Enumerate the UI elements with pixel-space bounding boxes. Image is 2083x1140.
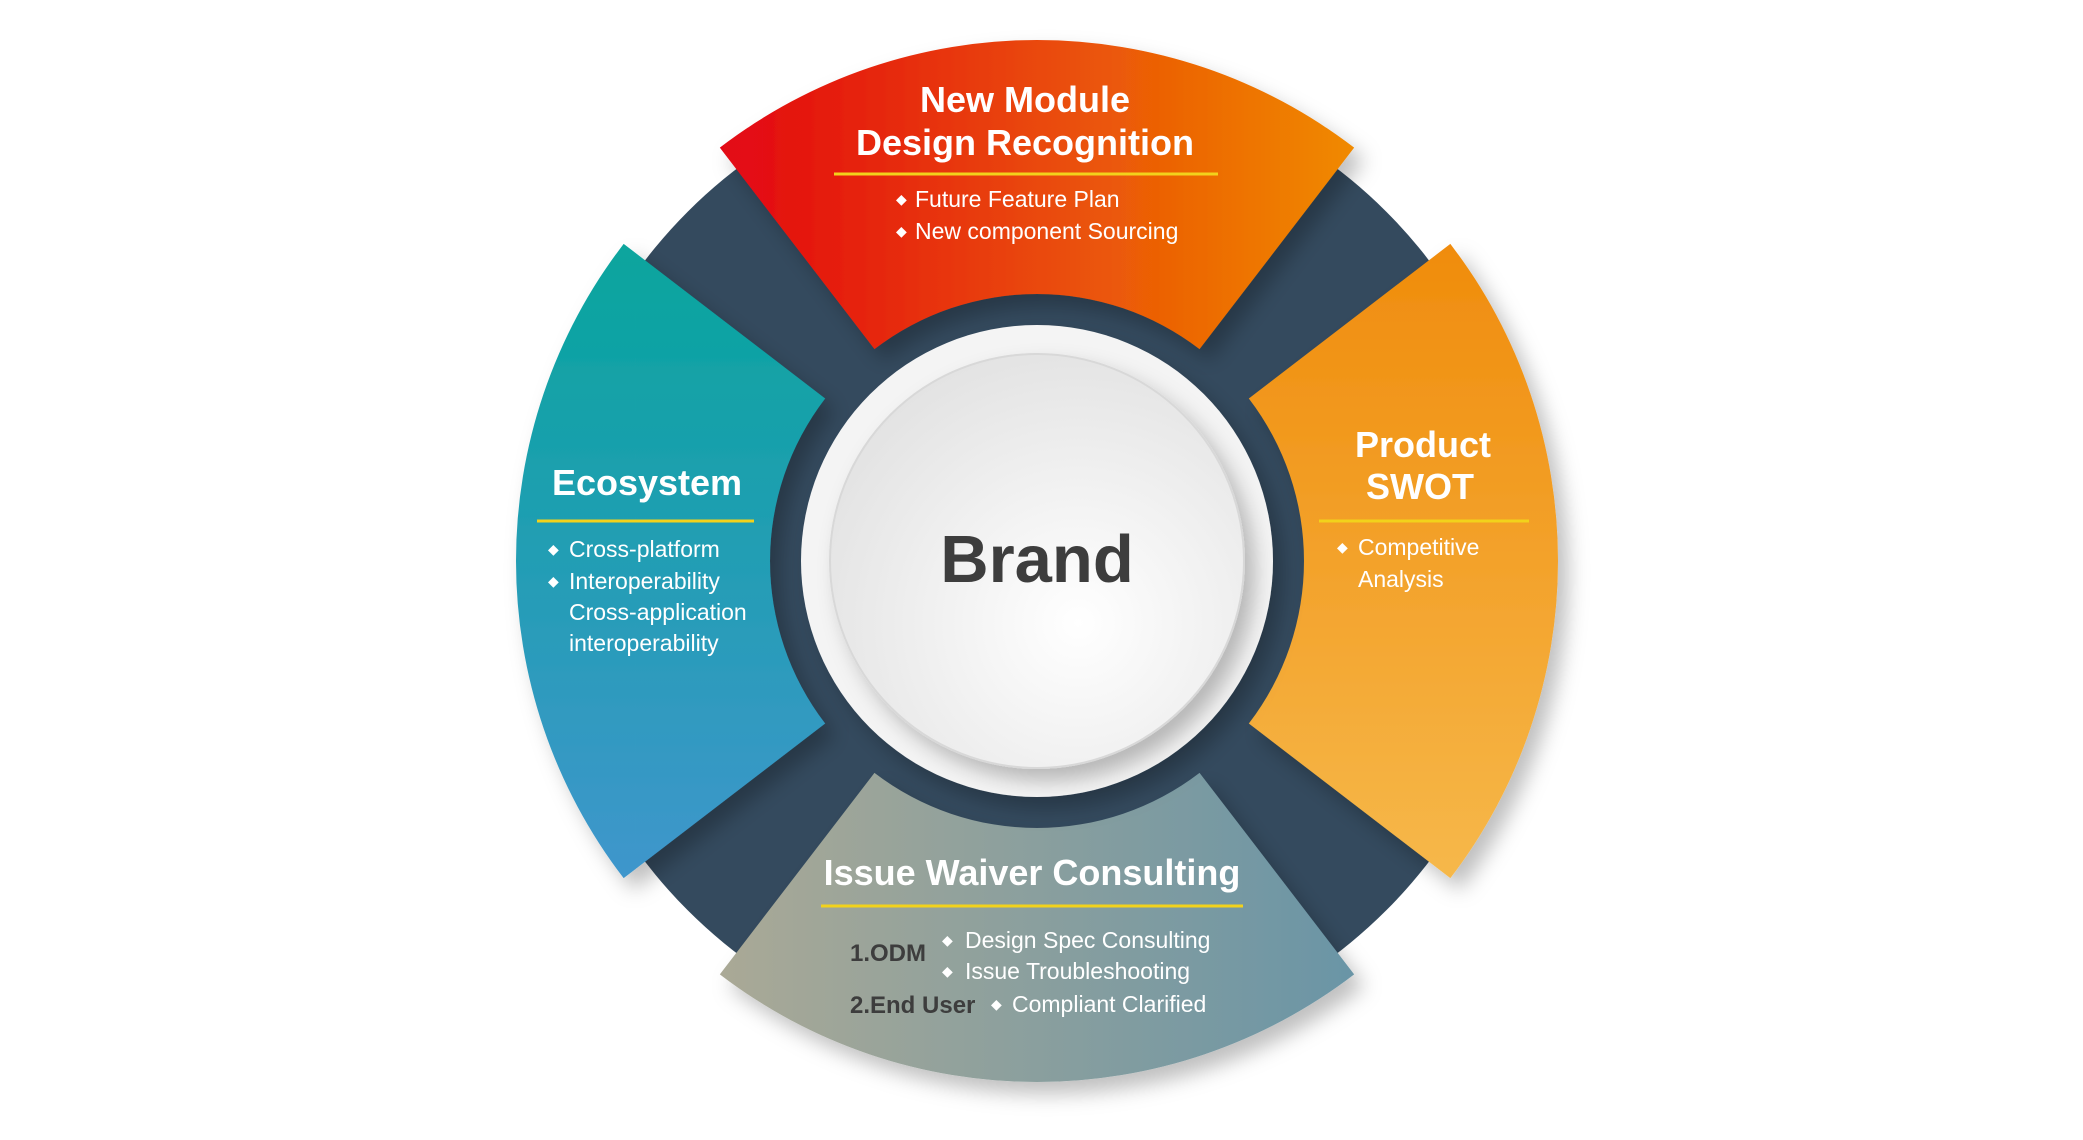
top-title-line2: Design Recognition <box>856 122 1194 163</box>
bullet-icon: ◆ <box>942 963 953 979</box>
top-item: Future Feature Plan <box>915 186 1120 212</box>
segment-top-content: New Module Design Recognition ◆ Future F… <box>834 79 1218 244</box>
top-title-line1: New Module <box>920 79 1130 120</box>
bullet-icon: ◆ <box>1337 539 1348 555</box>
left-item: Cross-application <box>569 599 747 625</box>
segment-left-content: Ecosystem ◆ Cross-platform ◆ Interoperab… <box>537 462 754 656</box>
bottom-item: Design Spec Consulting <box>965 927 1210 953</box>
segment-left <box>516 243 826 879</box>
center-label: Brand <box>940 522 1134 597</box>
right-item: Competitive <box>1358 534 1479 560</box>
bottom-title: Issue Waiver Consulting <box>824 852 1241 893</box>
segment-bottom <box>719 772 1355 1083</box>
left-item: Interoperability <box>569 568 720 594</box>
segment-right-content: Product SWOT ◆ Competitive Analysis <box>1319 424 1529 592</box>
right-title-line2: SWOT <box>1366 466 1474 507</box>
bullet-icon: ◆ <box>548 573 559 589</box>
top-item: New component Sourcing <box>915 218 1178 244</box>
bullet-icon: ◆ <box>896 223 907 239</box>
left-item: interoperability <box>569 630 719 656</box>
segment-top <box>719 39 1355 350</box>
bullet-icon: ◆ <box>942 932 953 948</box>
bullet-icon: ◆ <box>548 541 559 557</box>
center-circle <box>829 353 1245 769</box>
bullet-icon: ◆ <box>991 996 1002 1012</box>
group1-label: 1.ODM <box>850 940 926 967</box>
bottom-item: Compliant Clarified <box>1012 991 1206 1017</box>
bottom-item: Issue Troubleshooting <box>965 958 1190 984</box>
right-item: Analysis <box>1358 566 1444 592</box>
group2-label: 2.End User <box>850 992 975 1019</box>
left-item: Cross-platform <box>569 536 720 562</box>
segment-right <box>1248 243 1558 879</box>
segment-bottom-content: Issue Waiver Consulting 1.ODM ◆ Design S… <box>821 852 1243 1019</box>
bullet-icon: ◆ <box>896 191 907 207</box>
right-title-line1: Product <box>1355 424 1491 465</box>
left-title: Ecosystem <box>552 462 742 503</box>
